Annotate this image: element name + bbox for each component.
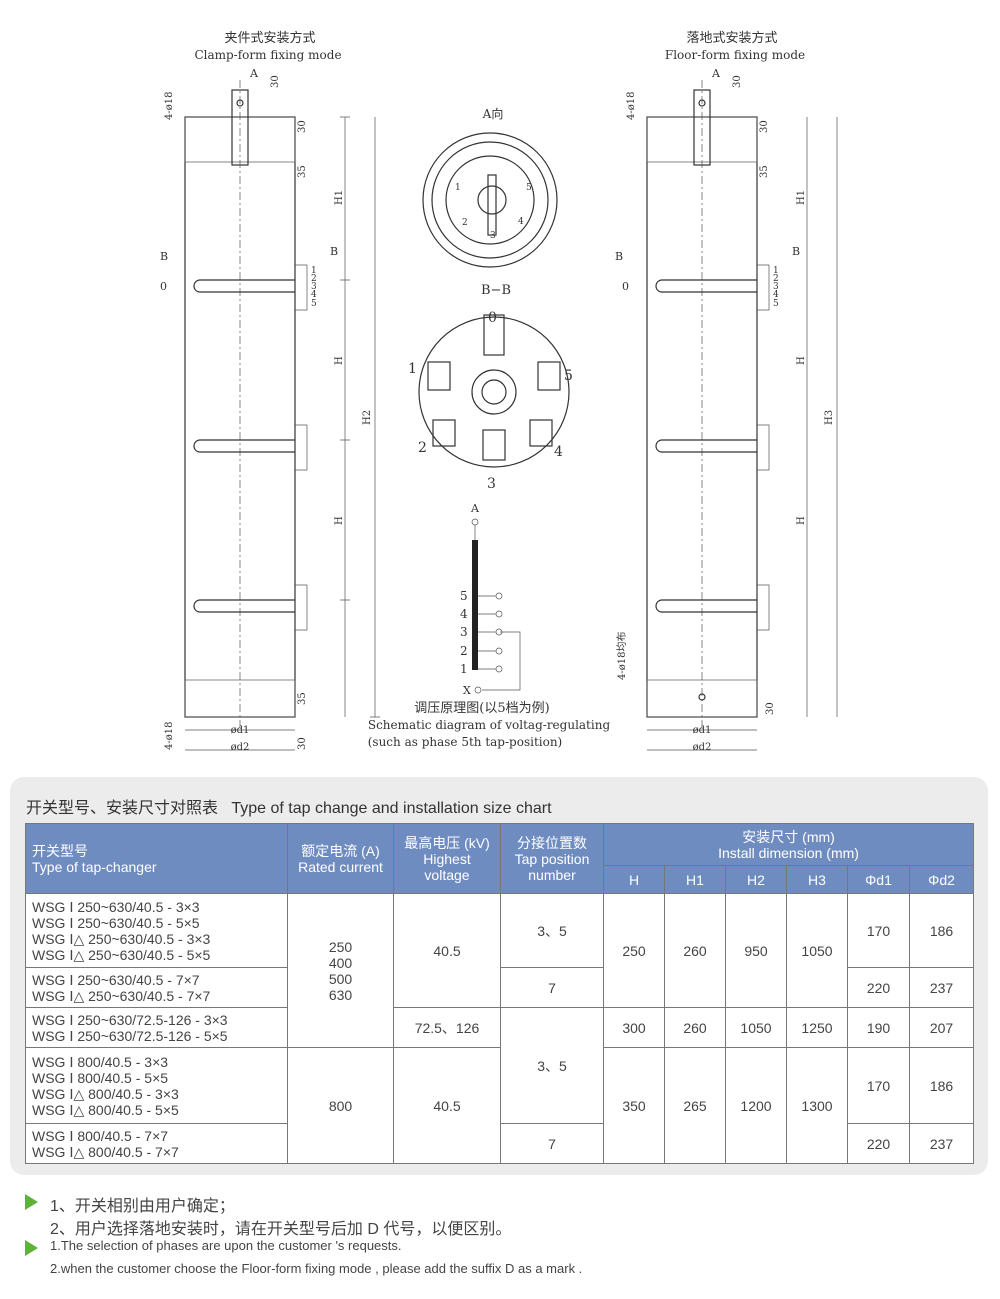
hole-label: 4-ø18均布 [616, 632, 628, 681]
svg-text:1: 1 [455, 183, 461, 193]
note-en-2: 2.when the customer choose the Floor-for… [50, 1261, 583, 1276]
dim-h1: H1 [796, 190, 807, 205]
svg-text:2: 2 [462, 218, 468, 228]
view-a-label: A [249, 67, 259, 80]
svg-text:3: 3 [490, 231, 496, 241]
dim-30: 30 [759, 120, 770, 133]
header-current: 额定电流 (A)Rated current [287, 823, 394, 894]
dim-30: 30 [297, 737, 308, 750]
voltage-regulating-schematic: A 5 4 3 2 1 X 调压原理图(以5档为例) Schematic diagram… [368, 502, 611, 749]
hole-label: 4-ø18 [626, 92, 637, 121]
svg-text:X: X [463, 684, 471, 697]
note-cn-2: 2、用户选择落地安装时，请在开关型号后加 D 代号，以便区别。 [50, 1221, 512, 1238]
clamp-form-drawing: 夹件式安装方式 Clamp-form fixing mode A B B 0 4… [160, 30, 380, 753]
zero-label: 0 [160, 280, 167, 293]
floor-title-en: Floor-form fixing mode [665, 48, 805, 62]
svg-text:4: 4 [773, 290, 779, 300]
bullet-arrow-icon [25, 1194, 38, 1210]
svg-text:1: 1 [311, 266, 317, 276]
dim-d1: ød1 [231, 725, 250, 736]
dim-d2: ød2 [693, 742, 712, 753]
dim-30: 30 [732, 75, 743, 88]
svg-text:1: 1 [408, 361, 417, 377]
svg-text:0: 0 [488, 310, 497, 326]
svg-text:4: 4 [554, 444, 563, 460]
schematic-caption-en: Schematic diagram of voltag-regulating [368, 718, 611, 732]
dim-h: H [334, 356, 345, 365]
zero-label: 0 [622, 280, 629, 293]
chart-title: 开关型号、安装尺寸对照表 Type of tap change and inst… [26, 800, 552, 817]
dim-35: 35 [297, 165, 308, 178]
dim-30: 30 [297, 120, 308, 133]
schematic-caption-cn: 调压原理图(以5档为例) [414, 701, 549, 716]
header-install: 安装尺寸 (mm)Install dimension (mm) [602, 823, 975, 866]
svg-text:5: 5 [773, 299, 779, 309]
dim-d1: ød1 [693, 725, 712, 736]
section-b-label: B [792, 245, 800, 258]
dim-30: 30 [765, 702, 776, 715]
view-a-diagram: A向 1 2 3 4 5 [422, 106, 558, 268]
svg-text:3: 3 [487, 476, 496, 492]
dim-h: H [796, 516, 807, 525]
clamp-title-en: Clamp-form fixing mode [194, 48, 341, 62]
technical-drawings: 夹件式安装方式 Clamp-form fixing mode A B B 0 4… [160, 30, 838, 753]
svg-text:A: A [470, 502, 480, 515]
svg-text:3: 3 [460, 625, 468, 639]
dim-35: 35 [759, 165, 770, 178]
dim-h1: H1 [334, 190, 345, 205]
dim-d2: ød2 [231, 742, 250, 753]
svg-text:5: 5 [564, 368, 573, 384]
svg-text:5: 5 [526, 183, 532, 193]
section-b-label: B [160, 250, 168, 263]
svg-text:2: 2 [418, 440, 427, 456]
svg-text:2: 2 [311, 274, 317, 284]
view-a-label: A [711, 67, 721, 80]
notes: 1、开关相别由用户确定； 2、用户选择落地安装时，请在开关型号后加 D 代号，以… [25, 1192, 582, 1284]
section-b-label: B [330, 245, 338, 258]
dim-h: H [334, 516, 345, 525]
dim-h3: H3 [824, 410, 835, 425]
section-b-label: B [615, 250, 623, 263]
svg-text:5: 5 [460, 589, 468, 603]
note-cn-1: 1、开关相别由用户确定； [50, 1198, 235, 1215]
svg-text:1: 1 [460, 662, 468, 676]
header-voltage: 最高电压 (kV)Highest voltage [393, 823, 501, 894]
svg-text:1: 1 [773, 266, 779, 276]
svg-text:4: 4 [518, 217, 524, 227]
hole-label: 4-ø18 [164, 722, 175, 751]
dim-h: H [796, 356, 807, 365]
view-a-title: A向 [482, 106, 504, 121]
svg-text:4: 4 [311, 290, 317, 300]
section-bb-diagram: B−B 0 1 2 3 4 5 [408, 283, 573, 492]
svg-text:5: 5 [311, 299, 317, 309]
svg-text:2: 2 [773, 274, 779, 284]
svg-text:4: 4 [460, 607, 468, 621]
dim-30: 30 [270, 75, 281, 88]
hole-label: 4-ø18 [164, 92, 175, 121]
schematic-caption-en: (such as phase 5th tap-position) [368, 735, 563, 749]
svg-text:2: 2 [460, 644, 468, 658]
svg-text:3: 3 [311, 282, 317, 292]
section-bb-title: B−B [481, 283, 511, 298]
svg-text:3: 3 [773, 282, 779, 292]
dim-h2: H2 [362, 410, 373, 425]
bullet-arrow-icon [25, 1240, 38, 1256]
dim-35: 35 [297, 692, 308, 705]
note-en-1: 1.The selection of phases are upon the c… [50, 1238, 402, 1253]
floor-title-cn: 落地式安装方式 [686, 30, 777, 46]
floor-form-drawing: 落地式安装方式 Floor-form fixing mode A B B 0 4… [615, 30, 838, 753]
clamp-title-cn: 夹件式安装方式 [224, 30, 315, 46]
